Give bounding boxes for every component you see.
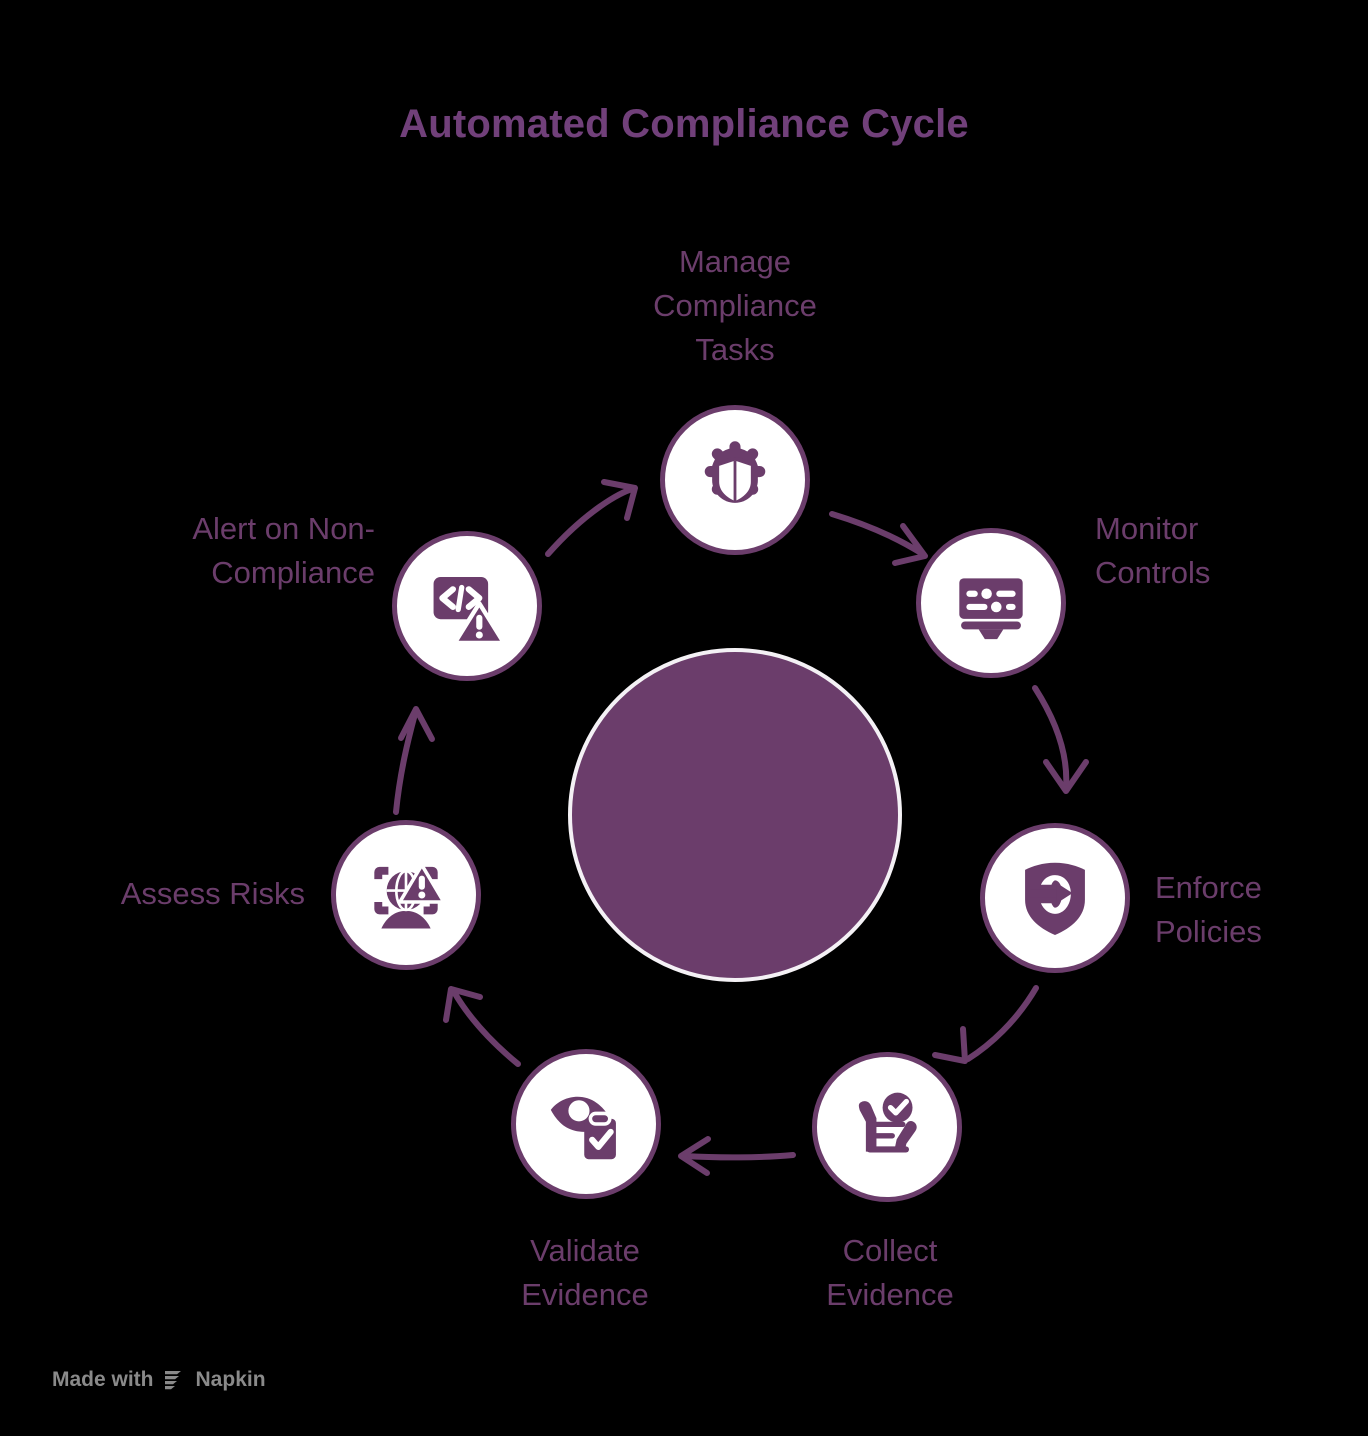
label-enforce-policies: Enforce Policies	[1155, 870, 1262, 950]
code-warning-icon	[423, 562, 511, 650]
label-alert-on-non-compliance: Alert on Non- Compliance	[192, 511, 375, 591]
scan-globe-warning-icon	[362, 851, 450, 939]
node-assess-risks[interactable]	[331, 820, 481, 970]
footer-prefix: Made with	[52, 1368, 154, 1391]
gear-shield-icon	[691, 436, 779, 524]
shield-arrow-in-icon	[1011, 854, 1099, 942]
arrow-validate-to-assess	[451, 989, 521, 1067]
arrow-monitor-to-enforce	[1032, 685, 1070, 791]
arrow-collect-to-validate	[682, 1152, 796, 1161]
napkin-logo-icon	[163, 1370, 187, 1390]
arrow-monitor-to-enforce-head	[1043, 759, 1089, 794]
node-manage-compliance-tasks[interactable]	[660, 405, 810, 555]
arrow-enforce-to-collect-head	[932, 1026, 968, 1064]
label-monitor-controls: Monitor Controls	[1095, 511, 1211, 591]
label-manage-compliance-tasks: Manage Compliance Tasks	[653, 244, 817, 368]
node-validate-evidence[interactable]	[511, 1049, 661, 1199]
arrow-assess-to-alert-head	[398, 706, 435, 742]
page-title: Automated Compliance Cycle	[399, 102, 969, 146]
footer-watermark: Made with Napkin	[52, 1368, 266, 1392]
label-assess-risks: Assess Risks	[120, 876, 305, 911]
node-alert-on-non-compliance[interactable]	[392, 531, 542, 681]
label-collect-evidence: Collect Evidence	[826, 1233, 954, 1313]
arrow-assess-to-alert	[393, 711, 418, 815]
arrow-alert-to-manage-head	[601, 479, 638, 521]
arrow-manage-to-monitor-head	[892, 523, 928, 566]
eye-clipboard-check-icon	[542, 1080, 630, 1168]
arrow-manage-to-monitor	[829, 511, 924, 556]
hands-document-check-icon	[843, 1083, 931, 1171]
arrow-enforce-to-collect	[965, 985, 1039, 1062]
arrow-alert-to-manage	[545, 486, 636, 557]
node-collect-evidence[interactable]	[812, 1052, 962, 1202]
arrow-validate-to-assess-head	[443, 986, 483, 1023]
node-monitor-controls[interactable]	[916, 528, 1066, 678]
node-enforce-policies[interactable]	[980, 823, 1130, 973]
footer-brand: Napkin	[195, 1368, 266, 1391]
arrow-collect-to-validate-head	[678, 1136, 711, 1176]
monitor-controls-icon	[947, 559, 1035, 647]
hub-circle	[568, 648, 902, 982]
label-validate-evidence: Validate Evidence	[521, 1233, 649, 1313]
